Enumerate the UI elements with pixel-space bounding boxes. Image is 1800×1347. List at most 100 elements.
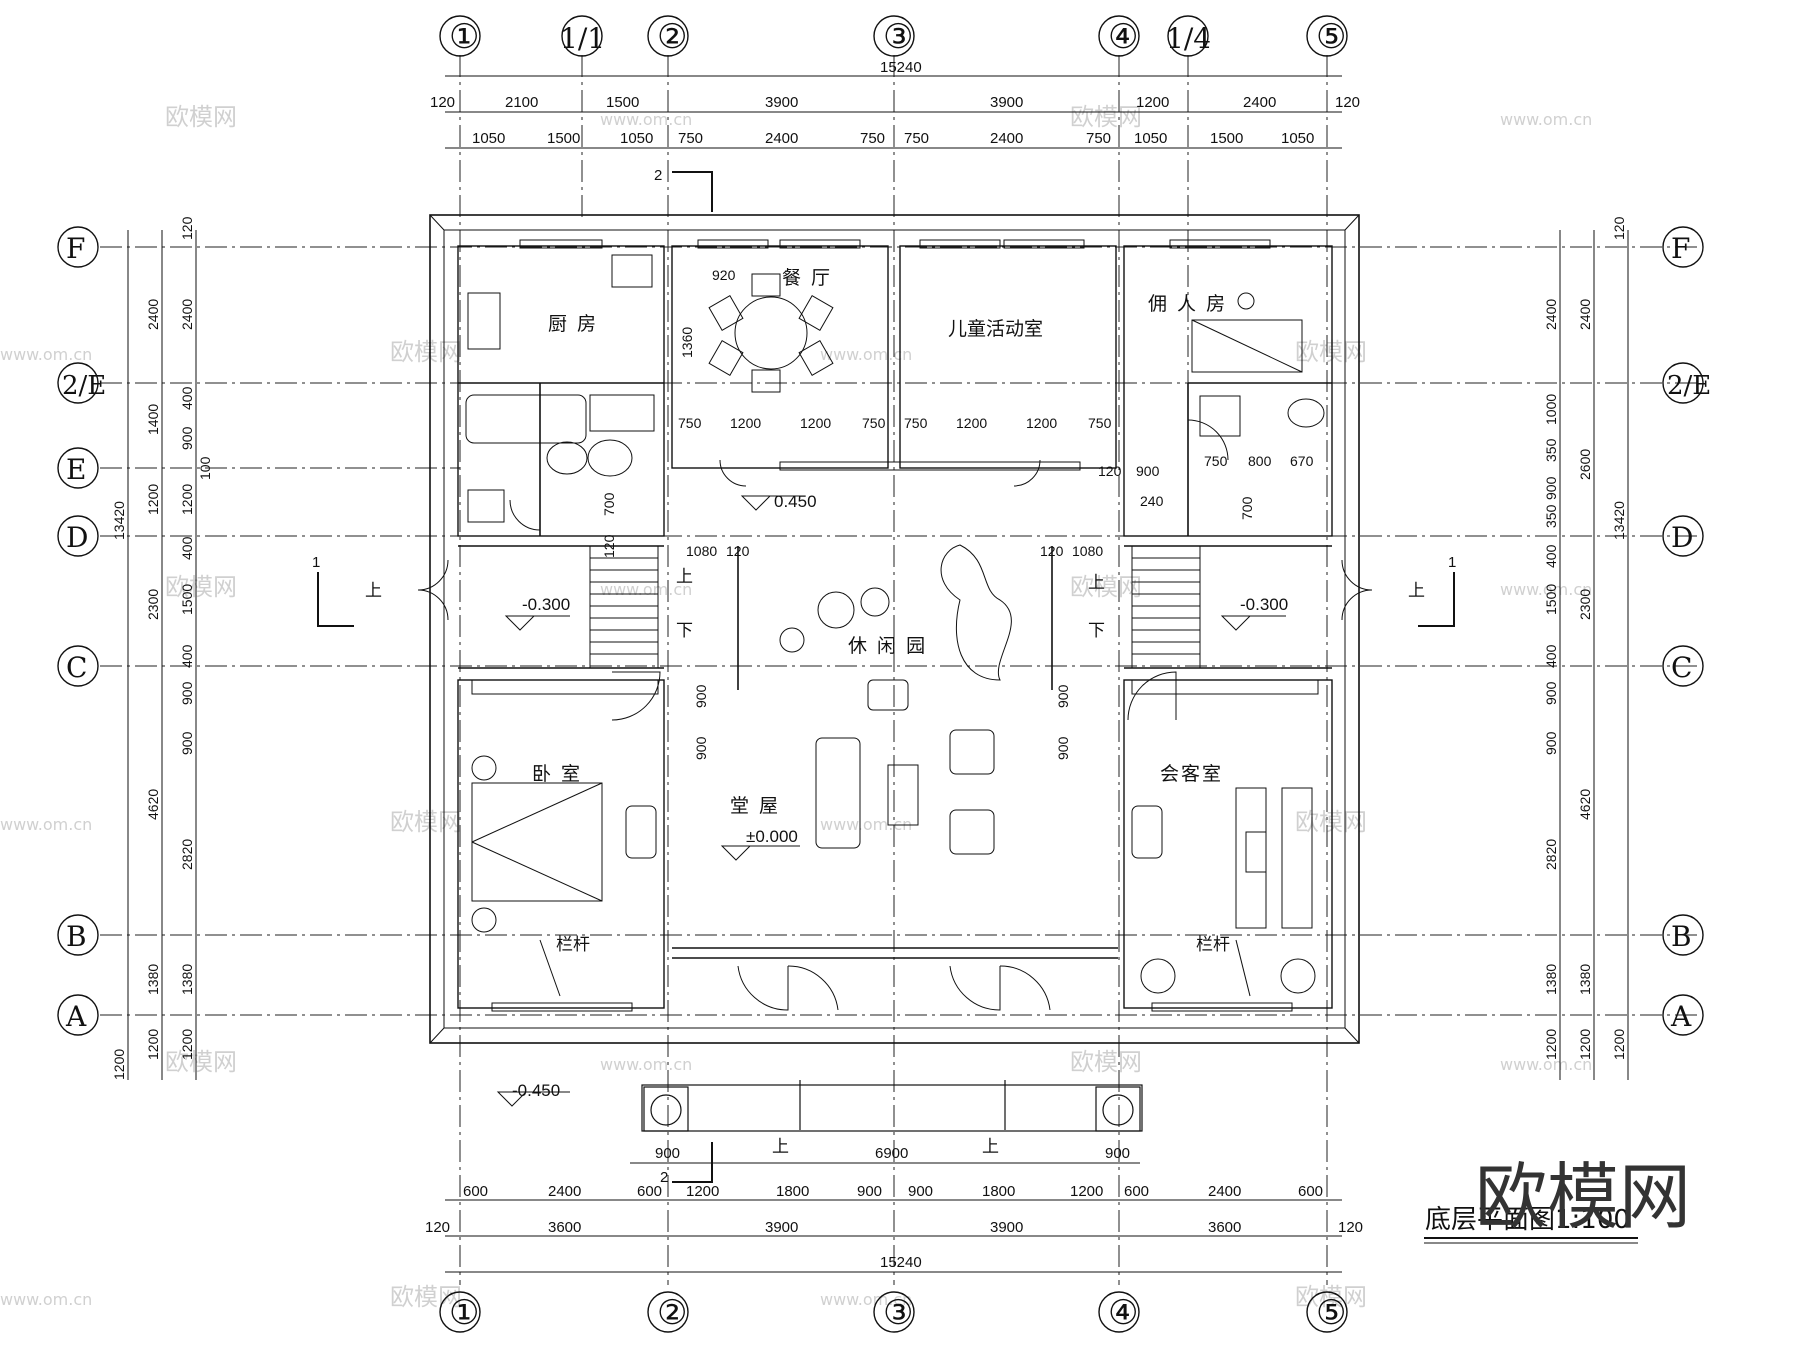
dim-text: 750 — [904, 130, 929, 147]
dimension-text: 700 — [601, 492, 617, 516]
stair-right — [1131, 545, 1201, 669]
up-label: 上 — [1408, 581, 1425, 600]
dimension-text: 900 — [1055, 736, 1071, 760]
watermark-logo: 欧模网 — [390, 808, 462, 836]
dimension-text: 350 — [1543, 438, 1559, 462]
up-label: 上 — [982, 1137, 999, 1156]
down-label: 下 — [676, 621, 693, 640]
dimension-text: 400 — [179, 536, 195, 560]
axis-label-bottom: ① — [449, 1293, 479, 1333]
dim-total-width: 15240 — [880, 1254, 922, 1271]
dimension-text: 1400 — [145, 404, 161, 435]
watermark-logo: 欧模网 — [165, 573, 237, 601]
dimension-text: 2400 — [145, 299, 161, 330]
dimension-text: 900 — [1543, 731, 1559, 755]
dim-text: 600 — [463, 1183, 488, 1200]
dim-text: 2100 — [505, 94, 538, 111]
dimension-text: 2400 — [179, 299, 195, 330]
right-axis-bubbles — [1662, 226, 1704, 1036]
dimension-text: 1200 — [730, 415, 761, 431]
axis-label-top: ① — [449, 17, 479, 57]
watermark-url: www.om.cn — [600, 110, 692, 129]
dimension-text: 13420 — [111, 501, 127, 540]
section-mark: 2 — [660, 1169, 668, 1186]
dimension-text: 1380 — [1543, 964, 1559, 995]
level-text: -0.300 — [1240, 595, 1288, 614]
dim-text: 750 — [678, 130, 703, 147]
dimension-text: 1200 — [111, 1049, 127, 1080]
watermark-url: www.om.cn — [820, 1290, 912, 1309]
dimension-text: 1200 — [179, 1029, 195, 1060]
dim-text: 3600 — [548, 1219, 581, 1236]
section-marks — [317, 171, 1455, 1183]
dimension-text: 800 — [1248, 453, 1272, 469]
dimension-text: 400 — [1543, 644, 1559, 668]
dimension-text: 1500 — [1543, 584, 1559, 615]
watermark-logo: 欧模网 — [1070, 573, 1142, 601]
dim-text: 1800 — [982, 1183, 1015, 1200]
room-label-garden: 休 闲 园 — [848, 635, 927, 657]
drawing-scale: 1:100 — [1555, 1205, 1630, 1235]
dimension-text: 400 — [1543, 544, 1559, 568]
dimension-text: 900 — [179, 731, 195, 755]
axis-label-top: 1/4 — [1166, 22, 1211, 55]
dimension-text: 1380 — [1577, 964, 1593, 995]
dimension-text: 1000 — [1543, 394, 1559, 425]
dimension-text: 920 — [712, 267, 736, 283]
top-axis-bubbles — [439, 15, 1348, 57]
watermark-logo: 欧模网 — [165, 103, 237, 131]
dim-text: 2400 — [548, 1183, 581, 1200]
axis-label-left: E — [66, 453, 86, 486]
level-text: -0.300 — [522, 595, 570, 614]
room-label-hall: 堂 屋 — [730, 795, 780, 817]
dimension-text: 1200 — [1026, 415, 1057, 431]
axis-label-top: 1/1 — [560, 22, 605, 55]
watermark-logo: 欧模网 — [1070, 103, 1142, 131]
dim-text: 6900 — [875, 1145, 908, 1162]
dimension-text: 750 — [678, 415, 702, 431]
axis-label-left: A — [65, 1000, 87, 1033]
watermark-url: www.om.cn — [0, 1290, 92, 1309]
dimension-text: 120 — [179, 216, 195, 240]
room-label-servant: 佣 人 房 — [1148, 293, 1227, 315]
dimension-text: 1080 — [1072, 543, 1103, 559]
axis-label-right: F — [1671, 232, 1690, 265]
axis-label-right: A — [1670, 1000, 1692, 1033]
watermark-url: www.om.cn — [0, 815, 92, 834]
room-label-dining: 餐 厅 — [782, 267, 832, 289]
dimension-text: 2600 — [1577, 449, 1593, 480]
dim-text: 120 — [1338, 1219, 1363, 1236]
dimension-text: 1380 — [145, 964, 161, 995]
dimension-text: 900 — [693, 684, 709, 708]
dimension-text: 1200 — [1543, 1029, 1559, 1060]
dimension-text: 120 — [726, 543, 750, 559]
dimension-text: 2300 — [1577, 589, 1593, 620]
level-markers — [496, 495, 1286, 1107]
dim-text: 1050 — [472, 130, 505, 147]
up-label: 上 — [1088, 573, 1105, 592]
dim-text: 1500 — [1210, 130, 1243, 147]
dimension-text: 2820 — [179, 839, 195, 870]
dimension-text: 750 — [862, 415, 886, 431]
dim-text: 1200 — [1070, 1183, 1103, 1200]
dimension-text: 1500 — [179, 584, 195, 615]
watermark-logo: 欧模网 — [1070, 1048, 1142, 1076]
dimension-text: 1200 — [800, 415, 831, 431]
dim-text: 120 — [430, 94, 455, 111]
dimension-text: 240 — [1140, 493, 1164, 509]
dimension-text: 900 — [1543, 476, 1559, 500]
up-label: 上 — [772, 1137, 789, 1156]
dim-text: 3900 — [765, 94, 798, 111]
room-label-bedroom: 卧 室 — [532, 763, 582, 785]
dimension-text: 1200 — [956, 415, 987, 431]
level-text: ±0.000 — [746, 827, 798, 846]
dimension-text: 700 — [1239, 496, 1255, 520]
section-mark: 2 — [654, 167, 662, 184]
room-label-guest: 会客室 — [1160, 763, 1223, 785]
dim-text: 1800 — [776, 1183, 809, 1200]
dim-text: 600 — [1298, 1183, 1323, 1200]
windows — [491, 239, 1293, 1012]
left-axis-bubbles — [57, 226, 99, 1036]
dimension-lines — [127, 75, 1629, 1273]
axis-label-top: ③ — [883, 17, 913, 57]
